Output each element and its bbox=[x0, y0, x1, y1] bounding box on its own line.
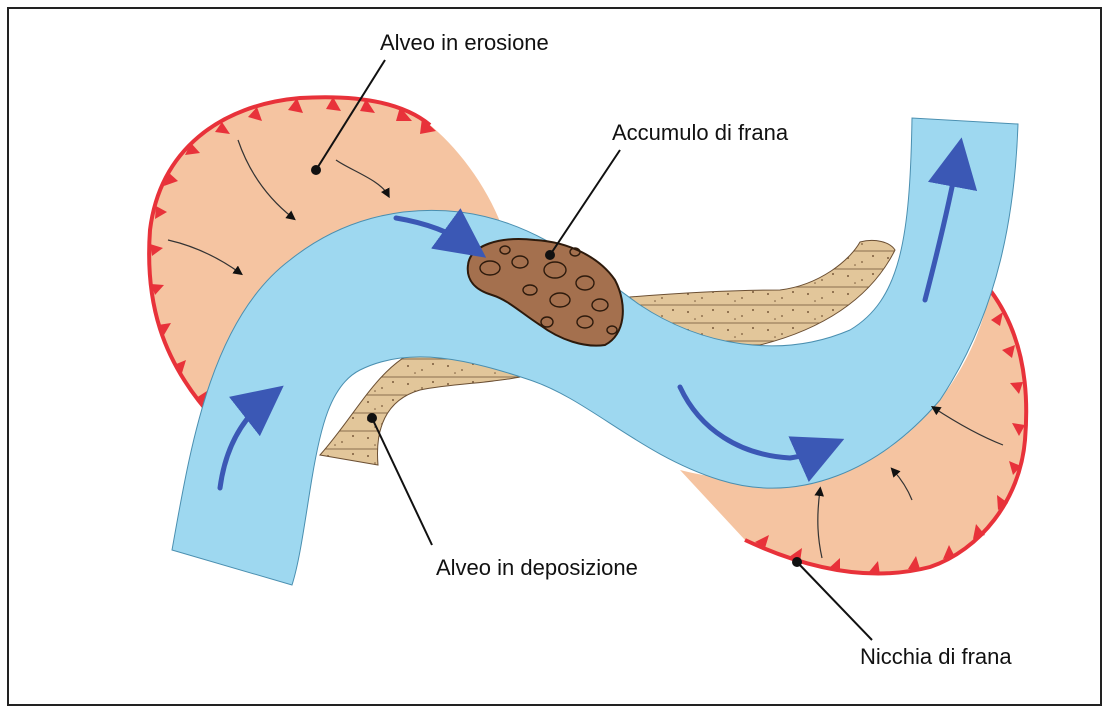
label-depositing-bank: Alveo in deposizione bbox=[436, 555, 638, 580]
label-eroding-bank: Alveo in erosione bbox=[380, 30, 549, 55]
label-landslide-scarp: Nicchia di frana bbox=[860, 644, 1012, 669]
annotation-depositing-bank: Alveo in deposizione bbox=[367, 413, 638, 580]
label-landslide-deposit: Accumulo di frana bbox=[612, 120, 789, 145]
annotation-landslide-deposit: Accumulo di frana bbox=[545, 120, 789, 260]
